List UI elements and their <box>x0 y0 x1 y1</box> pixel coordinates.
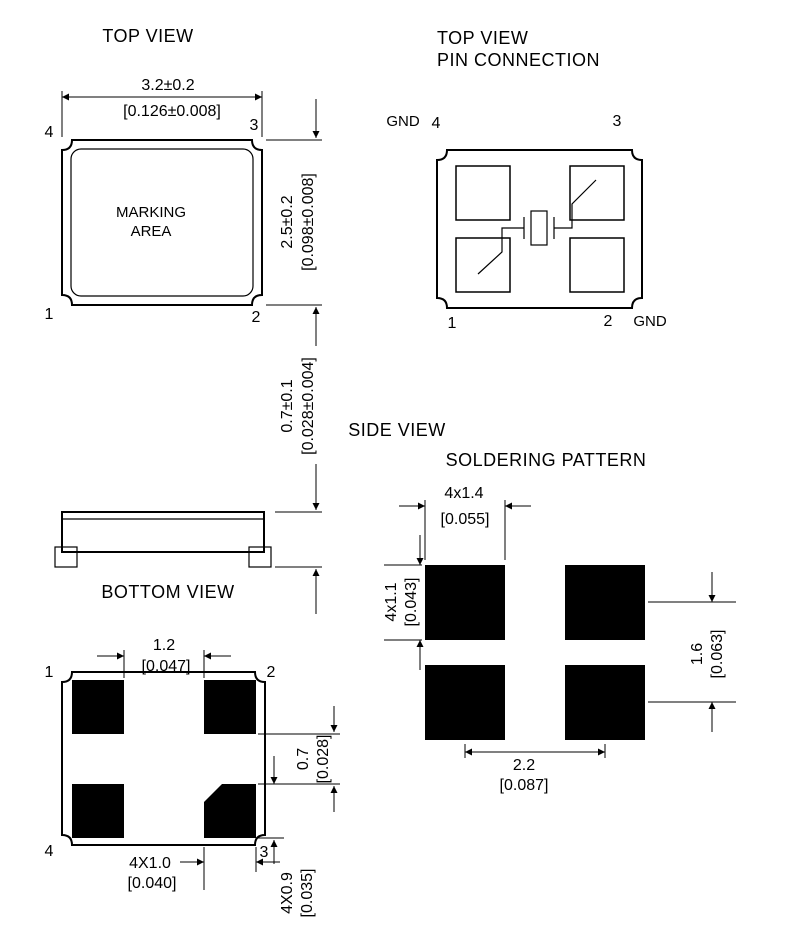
top-view-pin1-label: 1 <box>45 306 54 323</box>
solder-pad-height-inch-value: [0.043] <box>403 578 420 627</box>
pin-connection-pad-1 <box>455 237 511 293</box>
top-view: TOP VIEW 3.2±0.2 [0.126±0.008] MARKING A… <box>45 26 322 346</box>
pin-connection-outline <box>436 149 643 309</box>
top-view-width-dimension: 3.2±0.2 [0.126±0.008] <box>61 77 263 137</box>
bottom-pad-2 <box>204 680 256 734</box>
pin-connection-pin1-label: 1 <box>448 315 457 332</box>
pin-connection-pin4-label: 4 <box>432 115 441 132</box>
pin-connection-view: TOP VIEW PIN CONNECTION GND 4 3 1 2 GND <box>386 28 667 332</box>
top-view-height-dimension: 2.5±0.2 [0.098±0.008] <box>266 99 322 346</box>
pin-connection-pin2-label: 2 <box>604 313 613 330</box>
soldering-pattern-view: SOLDERING PATTERN 4x1.4 [0.055] 4x1.1 [0… <box>383 450 736 794</box>
top-view-height-inch-value: [0.098±0.008] <box>300 173 317 271</box>
bottom-pad-4 <box>72 784 124 838</box>
top-view-pin4-label: 4 <box>45 124 54 141</box>
pin-connection-pin3-label: 3 <box>613 113 622 130</box>
bottom-view-pad-width-value: 4X1.0 <box>129 855 171 872</box>
top-view-width-inch-value: [0.126±0.008] <box>123 103 221 120</box>
top-view-title: TOP VIEW <box>102 26 193 46</box>
pin-connection-gnd-top-label: GND <box>386 113 420 130</box>
pin-connection-gnd-bottom-label: GND <box>633 313 667 330</box>
pin-connection-title-line2: PIN CONNECTION <box>437 50 600 70</box>
top-view-width-value: 3.2±0.2 <box>141 77 194 94</box>
side-view-height-value: 0.7±0.1 <box>279 379 296 432</box>
side-view-height-dimension: 0.7±0.1 [0.028±0.004] <box>275 357 322 614</box>
solder-pad-height-dimension: 4x1.1 [0.043] <box>383 535 424 670</box>
crystal-symbol <box>477 179 597 275</box>
bottom-view-pad-height-inch-value: [0.035] <box>299 869 316 918</box>
bottom-view-outline <box>61 671 266 846</box>
top-view-pin3-label: 3 <box>250 117 259 134</box>
solder-vertical-pitch-dimension: 1.6 [0.063] <box>648 572 736 732</box>
bottom-view-row-gap-dimension: 0.7 [0.028] <box>258 706 340 812</box>
solder-pad-height-value: 4x1.1 <box>383 582 400 621</box>
solder-pad-top-right <box>565 565 645 640</box>
bottom-pad-3 <box>204 784 256 838</box>
marking-area-label-line2: AREA <box>131 223 172 240</box>
marking-area-box <box>70 148 254 297</box>
solder-vertical-pitch-inch-value: [0.063] <box>709 630 726 679</box>
bottom-view-pad-gap-dimension: 1.2 [0.047] <box>97 637 231 678</box>
bottom-pad-1 <box>72 680 124 734</box>
bottom-view-pad-height-dimension: 4X0.9 [0.035] <box>258 756 316 917</box>
bottom-view-row-gap-inch-value: [0.028] <box>315 735 332 784</box>
soldering-pattern-title: SOLDERING PATTERN <box>446 450 647 470</box>
solder-pad-top-left <box>425 565 505 640</box>
solder-horizontal-pitch-inch-value: [0.087] <box>500 777 549 794</box>
solder-vertical-pitch-value: 1.6 <box>689 643 706 665</box>
bottom-view: BOTTOM VIEW 1.2 [0.047] 1 2 4 3 0.7 [0.0… <box>45 582 340 917</box>
top-view-pin2-label: 2 <box>252 309 261 326</box>
pin-connection-title-line1: TOP VIEW <box>437 28 528 48</box>
crystal-trace-right <box>554 179 597 229</box>
marking-area-label-line1: MARKING <box>116 204 186 221</box>
solder-pad-width-dimension: 4x1.4 [0.055] <box>399 485 531 560</box>
bottom-view-pin3-label: 3 <box>260 844 269 861</box>
side-view-right-pad <box>248 546 272 568</box>
solder-pad-bottom-right <box>565 665 645 740</box>
bottom-view-pad-gap-value: 1.2 <box>153 637 175 654</box>
side-view-body <box>61 511 265 553</box>
side-view-height-inch-value: [0.028±0.004] <box>300 357 317 455</box>
solder-pad-width-inch-value: [0.055] <box>441 511 490 528</box>
solder-horizontal-pitch-dimension: 2.2 [0.087] <box>464 744 606 794</box>
bottom-view-pad-height-value: 4X0.9 <box>279 872 296 914</box>
bottom-view-title: BOTTOM VIEW <box>101 582 234 602</box>
pin-connection-pad-2 <box>569 237 625 293</box>
bottom-view-pad-width-inch-value: [0.040] <box>128 875 177 892</box>
solder-pad-bottom-left <box>425 665 505 740</box>
bottom-view-pad-gap-inch-value: [0.047] <box>142 658 191 675</box>
bottom-view-pin4-label: 4 <box>45 843 54 860</box>
bottom-view-pad-width-dimension: 4X1.0 [0.040] <box>128 847 280 892</box>
pin-connection-pad-3 <box>569 165 625 221</box>
top-view-outline <box>61 139 263 306</box>
top-view-height-value: 2.5±0.2 <box>279 195 296 248</box>
solder-pad-width-value: 4x1.4 <box>444 485 483 502</box>
bottom-view-row-gap-value: 0.7 <box>295 748 312 770</box>
bottom-view-pin1-label: 1 <box>45 664 54 681</box>
side-view-left-pad <box>54 546 78 568</box>
side-view: SIDE VIEW 0.7±0.1 [0.028±0.004] <box>54 357 446 614</box>
crystal-trace-left <box>477 227 524 275</box>
bottom-view-pin2-label: 2 <box>267 664 276 681</box>
pin-connection-pad-4 <box>455 165 511 221</box>
side-view-title: SIDE VIEW <box>348 420 446 440</box>
solder-horizontal-pitch-value: 2.2 <box>513 757 535 774</box>
